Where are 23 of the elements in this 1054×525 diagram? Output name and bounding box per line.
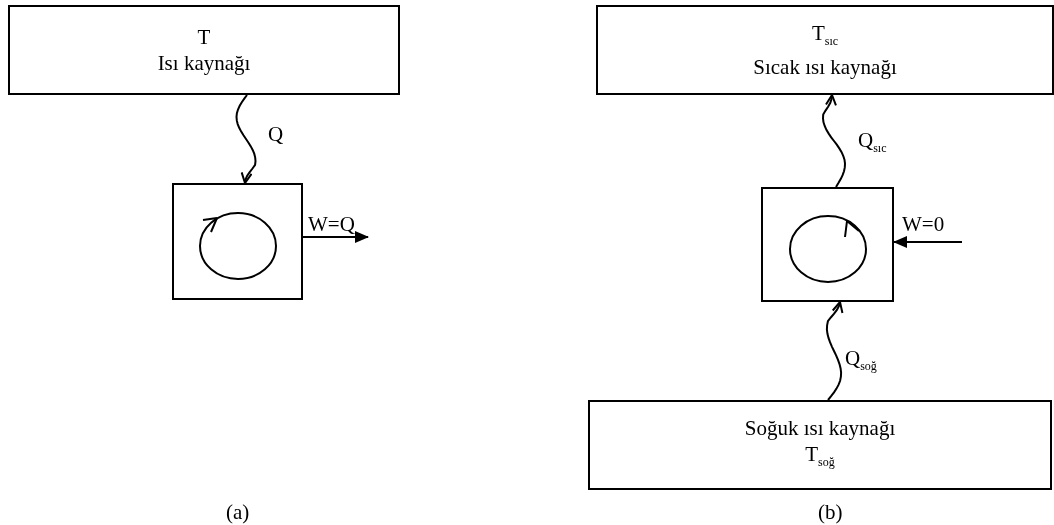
heat-engine-box xyxy=(761,187,894,302)
panel-label: (a) xyxy=(226,500,250,525)
reservoir-label: T xyxy=(197,24,211,50)
heat-flow-arrow xyxy=(822,94,846,188)
edge-label: Q xyxy=(268,122,284,146)
reservoir-label: Isı kaynağı xyxy=(157,50,251,76)
heat-engine-box xyxy=(172,183,303,300)
reservoir-label: T$_{sıc}$ xyxy=(811,19,839,51)
work-arrow xyxy=(302,231,369,243)
edge-label: W=Q xyxy=(308,212,355,236)
heat-reservoir-box xyxy=(588,400,1052,490)
heat-reservoir-box xyxy=(596,5,1054,95)
reservoir-label: Sıcak ısı kaynağı xyxy=(753,54,897,81)
edge-label: W=0 xyxy=(902,212,945,236)
reservoir-label: Soğuk ısı kaynağı xyxy=(744,414,896,441)
reservoir-label: T$_{soğ}$ xyxy=(805,440,835,472)
panel-label: (b) xyxy=(818,500,843,525)
heat-flow-arrow xyxy=(235,94,257,184)
work-arrow xyxy=(893,236,963,248)
edge-label: Q$_{sıc}$ xyxy=(858,128,887,158)
heat-reservoir-box xyxy=(8,5,400,95)
heat-flow-arrow xyxy=(825,301,844,401)
edge-label: Q$_{soğ}$ xyxy=(845,346,877,376)
